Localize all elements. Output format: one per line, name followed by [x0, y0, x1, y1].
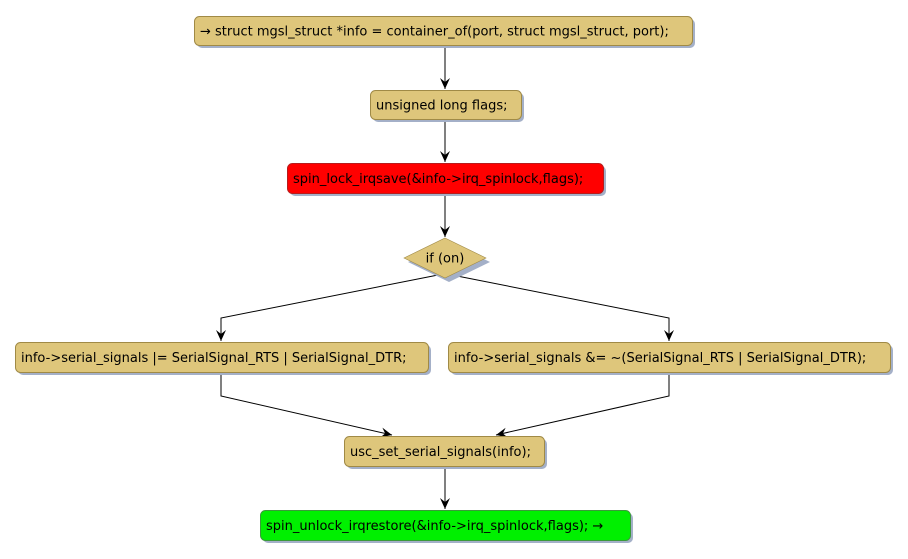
- node-label: usc_set_serial_signals(info);: [350, 445, 531, 460]
- edge-n6-to-n7: [495, 373, 670, 438]
- arrowhead-icon: [440, 498, 450, 509]
- edge-n4-to-n6: [451, 274, 674, 341]
- edge-n4-to-n5: [216, 274, 439, 341]
- arrowhead-icon: [216, 330, 226, 341]
- node-label: info->serial_signals |= SerialSignal_RTS…: [21, 351, 407, 366]
- flow-node-n2: unsigned long flags;: [370, 90, 524, 122]
- arrowhead-icon: [440, 151, 450, 162]
- arrowhead-icon: [496, 427, 508, 438]
- node-box: [370, 90, 522, 120]
- edge-line: [451, 274, 670, 341]
- flow-node-n6: info->serial_signals &= ~(SerialSignal_R…: [448, 342, 893, 375]
- edge-n5-to-n7: [220, 373, 393, 438]
- edge-n7-to-n8: [440, 467, 450, 509]
- flow-node-n1: → struct mgsl_struct *info = container_o…: [194, 16, 695, 48]
- arrowhead-icon: [440, 78, 450, 89]
- flow-node-n7: usc_set_serial_signals(info);: [344, 436, 547, 469]
- node-label: spin_unlock_irqrestore(&info->irq_spinlo…: [266, 519, 603, 534]
- arrowhead-icon: [440, 226, 450, 237]
- node-label: info->serial_signals &= ~(SerialSignal_R…: [454, 351, 866, 366]
- edge-n2-to-n3: [440, 120, 450, 162]
- arrowhead-icon: [664, 330, 674, 341]
- edge-line: [220, 274, 439, 341]
- decision-diamond: [403, 237, 487, 279]
- node-label: spin_lock_irqsave(&info->irq_spinlock,fl…: [293, 172, 583, 187]
- node-box: [344, 436, 545, 467]
- edges-layer: [216, 46, 674, 509]
- flow-node-n3: spin_lock_irqsave(&info->irq_spinlock,fl…: [287, 163, 606, 196]
- node-box: [287, 163, 604, 194]
- edge-n1-to-n2: [440, 46, 450, 89]
- node-box: [260, 510, 631, 541]
- node-label: → struct mgsl_struct *info = container_o…: [200, 25, 669, 40]
- arrowhead-icon: [380, 427, 392, 438]
- node-box: [15, 342, 429, 373]
- edge-line: [495, 373, 670, 436]
- node-box: [194, 16, 693, 46]
- node-label: if (on): [426, 252, 465, 267]
- flow-node-n4: if (on): [403, 237, 490, 282]
- node-box: [448, 342, 891, 373]
- flow-node-n5: info->serial_signals |= SerialSignal_RTS…: [15, 342, 431, 375]
- edge-line: [220, 373, 393, 436]
- flow-node-n8: spin_unlock_irqrestore(&info->irq_spinlo…: [260, 510, 633, 543]
- edge-n3-to-n4: [440, 194, 450, 237]
- nodes-layer: → struct mgsl_struct *info = container_o…: [15, 16, 893, 543]
- node-label: unsigned long flags;: [376, 99, 508, 114]
